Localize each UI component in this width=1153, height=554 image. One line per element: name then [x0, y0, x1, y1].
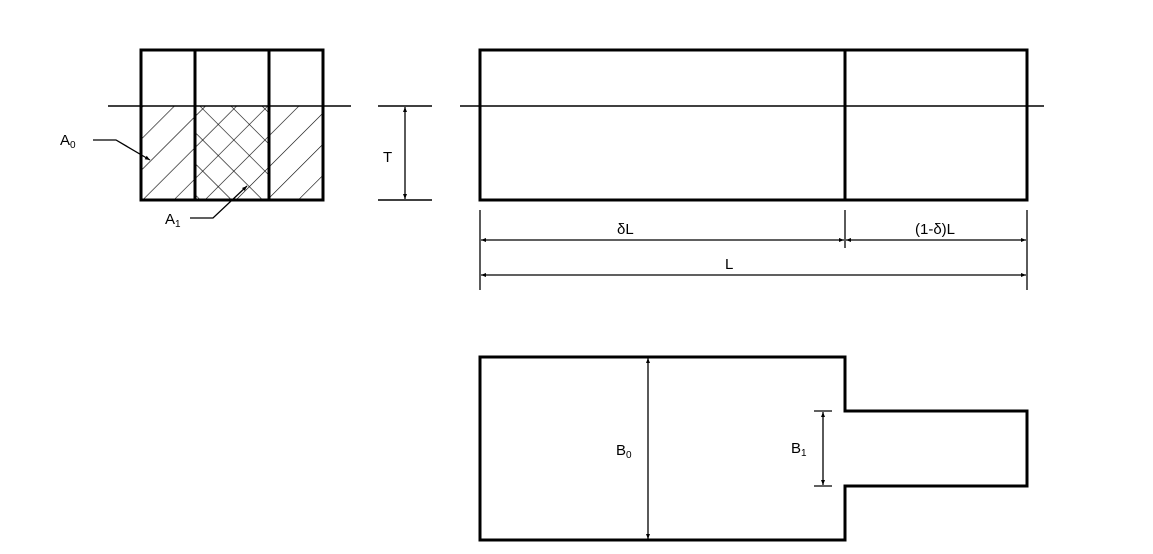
draft-label: T	[383, 149, 392, 166]
b1-label: B1	[791, 440, 807, 459]
plan-view: B0 B1	[478, 355, 1029, 542]
plan-outline	[478, 355, 1029, 542]
profile-view: δL (1-δ)L L	[460, 48, 1044, 290]
a1-leader	[190, 185, 248, 219]
a0-label: A0	[60, 132, 76, 151]
delta-l-label: δL	[617, 221, 634, 238]
total-length-label: L	[725, 256, 733, 273]
a1-label: A1	[165, 211, 181, 230]
one-minus-delta-l-label: (1-δ)L	[915, 221, 955, 238]
section-view: A0 A1	[60, 48, 351, 230]
area-a1-hatch-b	[195, 106, 269, 200]
area-a0-hatch-right	[269, 106, 323, 200]
a0-leader	[93, 139, 151, 161]
profile-outline	[478, 48, 1029, 202]
b0-label: B0	[616, 442, 632, 461]
draft-dimension: T	[378, 105, 432, 201]
area-a0-hatch-left	[141, 106, 195, 200]
